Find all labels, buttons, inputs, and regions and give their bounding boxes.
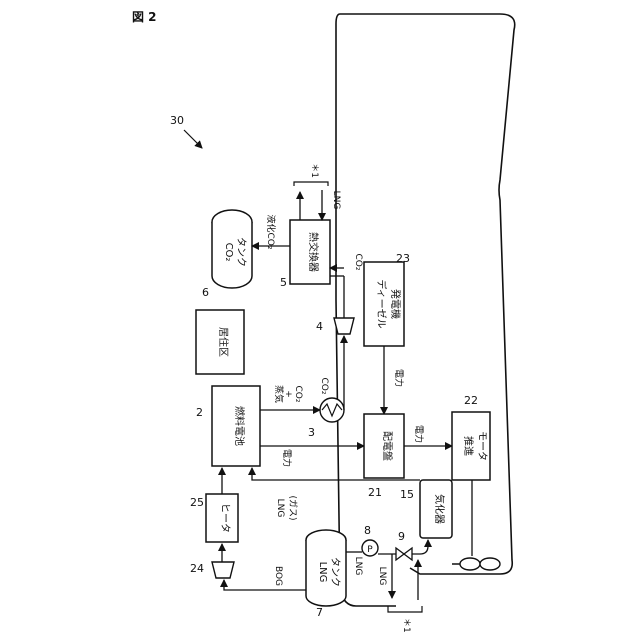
blower [212,562,234,578]
heater-ref: 25 [190,496,204,509]
lng-top-label: LNG [331,191,341,210]
vaporizer-label: 気化器 [433,494,446,524]
pump-symbol: P [367,545,373,555]
power-diesel-label: 電力 [393,369,405,387]
fuel-cell-label: 燃料電池 [233,406,246,446]
pump-ref: 8 [364,524,371,537]
lng-gas-label-2: (ガス) [287,495,298,520]
compressor [334,318,354,334]
star-bottom-label: ＊1 [401,618,411,633]
lng-tank-label-2: タンク [329,557,341,587]
star-bracket-bottom [388,606,422,612]
lng-pump-label: LNG [353,557,363,576]
propeller [452,558,500,570]
valve-to-vaporizer [412,540,428,554]
figure-title: 図 2 [132,8,157,25]
valve [396,548,412,560]
compressor-ref: 4 [316,320,323,333]
liquefied-co2-label: 液化CO₂ [265,215,277,250]
star-top-label: ＊1 [309,163,319,178]
lng-tank-label-1: LNG [317,562,328,583]
propulsion-motor-ref: 22 [464,394,478,407]
power-fuelcell-label: 電力 [281,449,293,467]
lng-bottom-label: LNG [377,567,387,586]
heat-exchanger-ref: 5 [280,276,287,289]
power-motor-label: 電力 [413,425,425,443]
diesel-generator-label-2: 発電機 [389,289,402,319]
lng-tank: LNG タンク [306,530,346,606]
co2-mid-label: CO₂ [319,378,329,395]
co2-tank-label-2: タンク [235,237,247,267]
co2-tank: CO₂ タンク [212,210,252,288]
propulsion-motor-label-1: 推進 [462,436,475,456]
living-area-label: 居住区 [217,327,230,357]
lng-tank-ref: 7 [316,606,323,619]
condenser [320,398,344,422]
system-ref-leader [184,130,202,148]
condenser-ref: 3 [308,426,315,439]
lng-gas-label-1: LNG [275,499,285,518]
co2-top-label: CO₂ [353,254,363,271]
diesel-generator-ref: 23 [396,252,410,265]
co2-tank-ref: 6 [202,286,209,299]
blower-ref: 24 [190,562,204,575]
star-bracket-top [294,182,328,186]
heat-exchanger-label: 熱交換器 [307,232,320,272]
bog-label: BOG [273,566,283,586]
switchboard-ref: 21 [368,486,382,499]
fuel-cell-ref: 2 [196,406,203,419]
switchboard-label: 配電盤 [381,431,394,461]
system-ref: 30 [170,114,184,127]
bog-line [224,580,308,590]
valve-ref: 9 [398,530,405,543]
propulsion-motor-label-2: モータ [476,431,488,461]
co2-tank-label-1: CO₂ [223,243,234,262]
heater-label: ヒータ [219,503,231,533]
vaporizer-ref: 15 [400,488,414,501]
steam-co2-label-3: CO₂ [293,386,303,403]
diesel-generator-label-1: ディーゼル [375,279,388,328]
steam-co2-label-2: + [283,390,293,398]
